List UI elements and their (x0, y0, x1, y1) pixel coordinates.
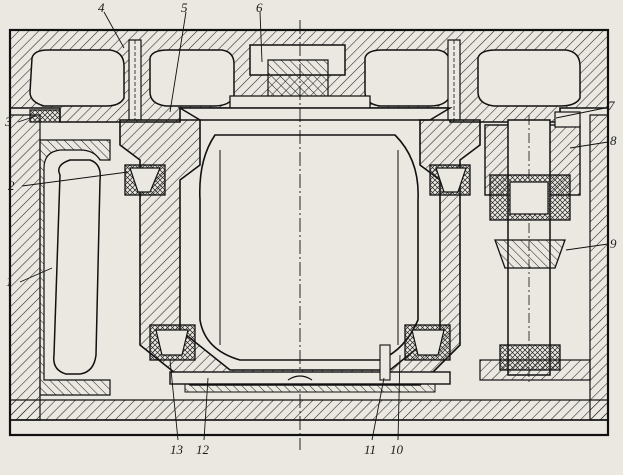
housing (8, 28, 610, 437)
callout-2: 2 (8, 178, 15, 193)
drive-shaft-assembly (479, 111, 591, 385)
left-cavity (39, 139, 111, 396)
callout-9: 9 (610, 236, 617, 251)
spindle-top (177, 44, 453, 121)
callout-5: 5 (181, 0, 188, 15)
callout-6: 6 (256, 0, 263, 15)
callout-3: 3 (4, 114, 12, 129)
callout-13: 13 (170, 442, 184, 457)
callout-labels: 1 2 3 4 5 6 7 8 9 10 11 12 13 (4, 0, 617, 457)
callout-4: 4 (98, 0, 105, 15)
upper-bearing-right (429, 164, 471, 196)
lower-bearing-left (149, 324, 196, 361)
lower-bearing-right (404, 324, 451, 361)
bottom-plate (169, 344, 451, 393)
upper-bearing-left (124, 164, 166, 196)
callout-10: 10 (390, 442, 404, 457)
callout-1: 1 (6, 274, 13, 289)
callout-12: 12 (196, 442, 210, 457)
callout-8: 8 (610, 133, 617, 148)
leader-lines (17, 11, 609, 441)
callout-7: 7 (608, 98, 615, 113)
seal-ring-left (29, 109, 61, 123)
callout-11: 11 (364, 442, 376, 457)
